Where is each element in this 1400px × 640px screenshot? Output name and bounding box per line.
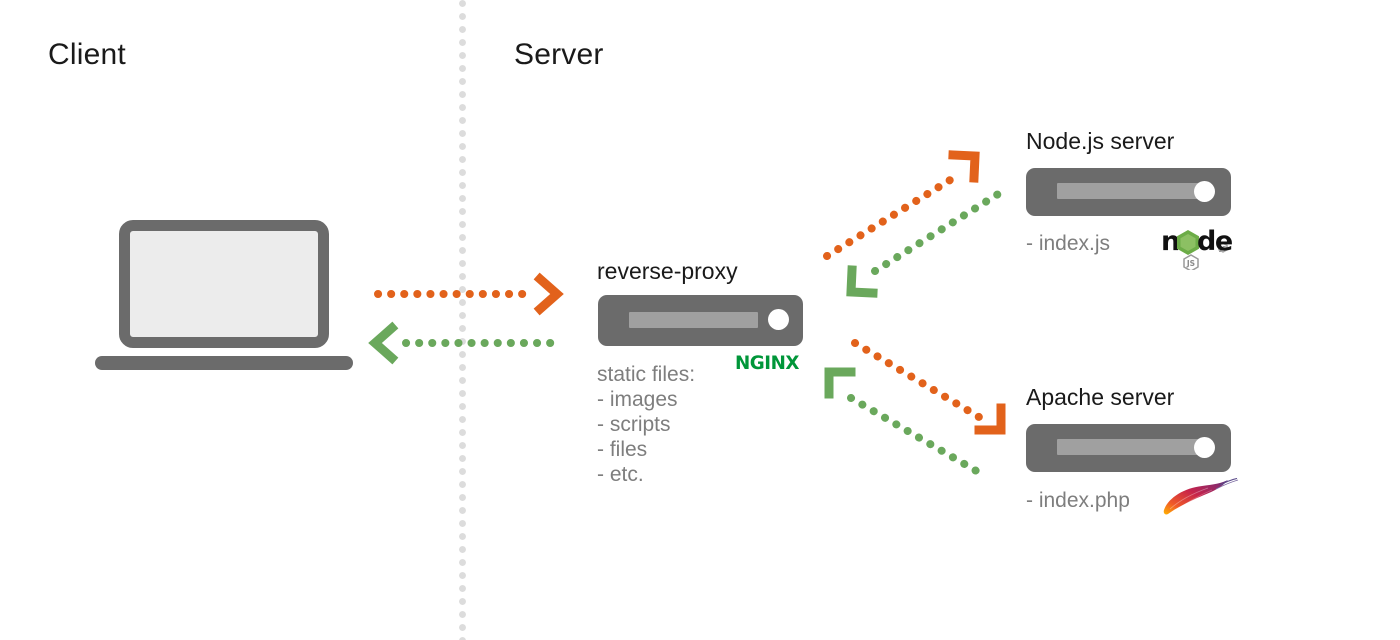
laptop-base-icon xyxy=(95,356,353,370)
page-title-client: Client xyxy=(48,38,126,71)
node-index-file-label: - index.js xyxy=(1026,232,1111,255)
apache-server-title: Apache server xyxy=(1026,384,1175,410)
proxy-label: reverse-proxy xyxy=(597,258,738,284)
apache-index-file-label: - index.php xyxy=(1026,489,1130,512)
server-led-icon xyxy=(1194,437,1215,458)
nodejs-logo: n JS de JS xyxy=(1161,225,1241,270)
arrow-proxy-to-apache xyxy=(851,339,1006,435)
nodejs-js-badge-icon: JS xyxy=(1183,254,1199,270)
apache-server-icon xyxy=(1026,424,1231,472)
node-server-title: Node.js server xyxy=(1026,128,1175,154)
server-slot-bar xyxy=(1057,439,1202,455)
nginx-logo: NGINX xyxy=(735,352,799,374)
server-slot-bar xyxy=(629,312,758,328)
proxy-server-icon xyxy=(598,295,803,346)
nodejs-hexagon-icon: JS xyxy=(1177,230,1228,255)
arrow-apache-to-proxy xyxy=(824,367,989,480)
svg-text:JS: JS xyxy=(1218,245,1226,253)
svg-text:JS: JS xyxy=(1186,259,1195,268)
server-led-icon xyxy=(768,309,789,330)
arrow-client-to-proxy xyxy=(374,272,564,316)
static-files-item-1: - scripts xyxy=(597,413,671,436)
laptop-screen-icon xyxy=(119,220,329,348)
static-files-heading: static files: xyxy=(597,363,696,386)
apache-feather-logo xyxy=(1163,478,1239,515)
static-files-item-0: - images xyxy=(597,388,678,411)
page-title-server: Server xyxy=(514,38,604,71)
arrow-proxy-to-client xyxy=(368,321,564,365)
nodejs-logo-letters-de: de xyxy=(1197,226,1233,257)
arrow-proxy-to-node xyxy=(823,150,980,260)
arrow-node-to-proxy xyxy=(846,187,1007,298)
static-files-item-2: - files xyxy=(597,438,648,461)
server-slot-bar xyxy=(1057,183,1202,199)
server-led-icon xyxy=(1194,181,1215,202)
static-files-item-3: - etc. xyxy=(597,463,644,486)
node-server-icon xyxy=(1026,168,1231,216)
client-server-divider xyxy=(459,0,466,640)
nodejs-logo-letter-n: n xyxy=(1161,226,1180,257)
